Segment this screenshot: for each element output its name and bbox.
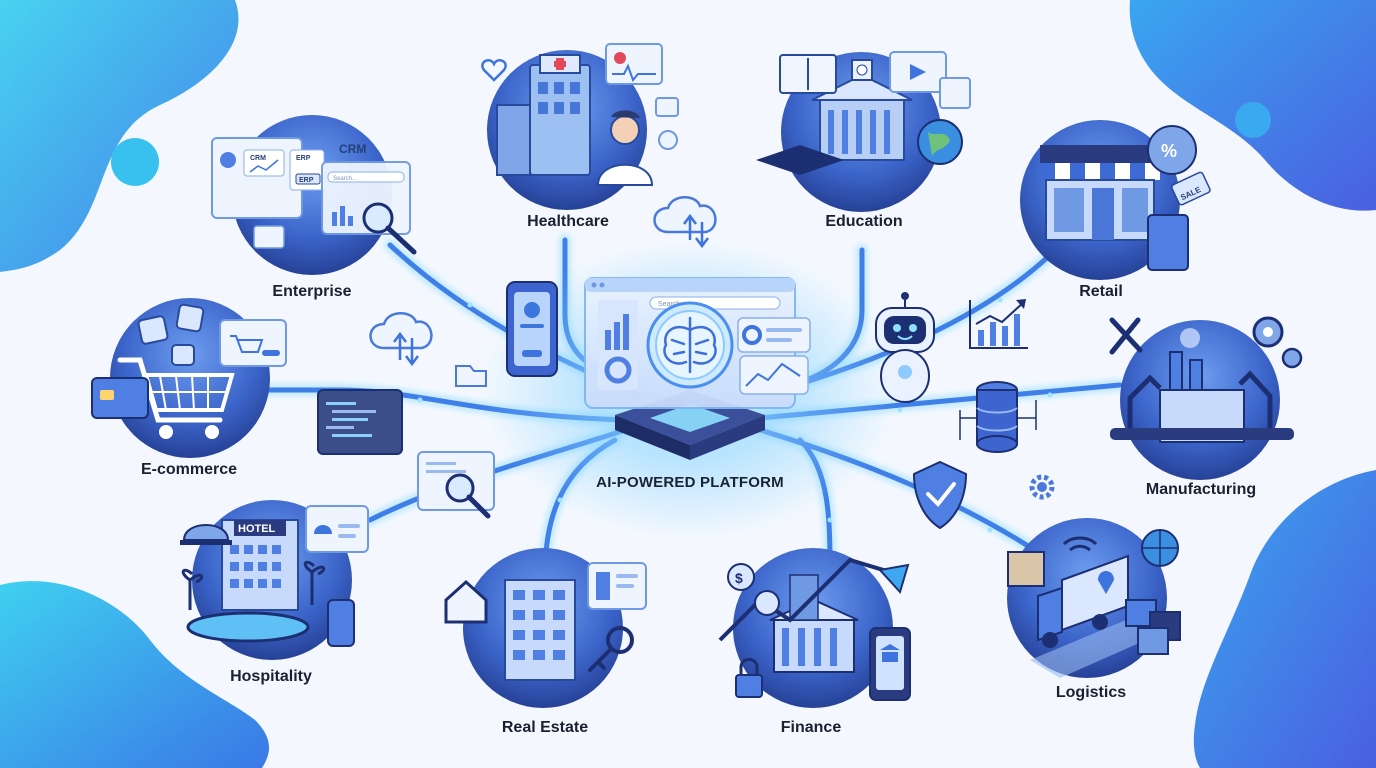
education-video-window-icon xyxy=(889,51,971,109)
university-graduation-icon xyxy=(756,54,963,175)
manufacturing-node xyxy=(1109,316,1303,480)
gear-icon xyxy=(1029,474,1055,500)
enterprise-crm-small-label: CRM xyxy=(250,155,266,162)
label-real-estate: Real Estate xyxy=(501,719,589,736)
bank-currency-icon: $ xyxy=(718,557,911,701)
label-manufacturing: Manufacturing xyxy=(1145,481,1257,498)
logistics-node xyxy=(1007,518,1181,678)
label-healthcare: Healthcare xyxy=(527,213,609,230)
healthcare-node xyxy=(481,43,679,210)
database-server-icon xyxy=(959,381,1037,453)
code-window-icon xyxy=(317,389,403,455)
shield-check-icon xyxy=(912,460,968,530)
healthcare-monitor-icon xyxy=(605,43,679,150)
hotel-sign-label: HOTEL xyxy=(238,523,276,535)
hotel-pool-icon: HOTEL xyxy=(180,505,369,647)
label-hospitality: Hospitality xyxy=(230,668,312,685)
enterprise-crm-label: CRM xyxy=(339,142,366,156)
enterprise-search-placeholder: Search... xyxy=(333,176,357,182)
hub-side-widgets-icon xyxy=(737,317,811,395)
storefront-shopping-icon: % SALE xyxy=(1040,125,1211,271)
label-education: Education xyxy=(825,213,903,230)
label-enterprise: Enterprise xyxy=(272,283,352,300)
ecommerce-node xyxy=(91,298,287,458)
platform-title: AI-POWERED PLATFORM xyxy=(596,474,784,491)
finance-node: $ xyxy=(718,548,911,708)
floating-icons xyxy=(317,196,1055,530)
enterprise-erp-small-label: ERP xyxy=(296,155,311,162)
hospital-doctor-icon xyxy=(481,54,654,186)
search-analytics-icon xyxy=(417,451,495,519)
ai-brain-icon xyxy=(646,301,734,389)
cloud-sync-icon xyxy=(653,196,717,249)
hub-search-placeholder: Search... xyxy=(658,301,686,308)
label-retail: Retail xyxy=(1079,283,1123,300)
label-finance: Finance xyxy=(780,719,842,736)
svg-text:$: $ xyxy=(735,570,743,586)
real-estate-node xyxy=(444,548,647,708)
svg-text:%: % xyxy=(1161,141,1177,161)
cloud-sync-left-icon xyxy=(369,312,433,367)
label-logistics: Logistics xyxy=(1055,684,1127,701)
education-node xyxy=(756,51,971,212)
building-house-key-icon xyxy=(444,562,647,681)
growth-chart-icon xyxy=(969,299,1028,349)
retail-node: % SALE xyxy=(1020,120,1211,280)
enterprise-erp-label: ERP xyxy=(299,177,314,184)
central-hub: Search... xyxy=(480,240,900,540)
sector-circles: % SALE CRM ERP ERP Search... xyxy=(91,43,1303,708)
shopping-cart-icon xyxy=(91,303,287,439)
folder-icon xyxy=(455,365,487,387)
enterprise-node: CRM ERP ERP Search... CRM xyxy=(211,115,417,275)
mobile-profile-icon xyxy=(506,281,558,377)
label-ecommerce: E-commerce xyxy=(140,461,238,478)
crm-erp-dashboard-icon: CRM ERP ERP Search... CRM xyxy=(211,137,417,255)
hospitality-node: HOTEL xyxy=(180,500,369,660)
delivery-truck-icon xyxy=(1007,529,1181,678)
robot-assistant-icon xyxy=(875,292,935,403)
factory-robot-arm-icon xyxy=(1109,316,1303,443)
